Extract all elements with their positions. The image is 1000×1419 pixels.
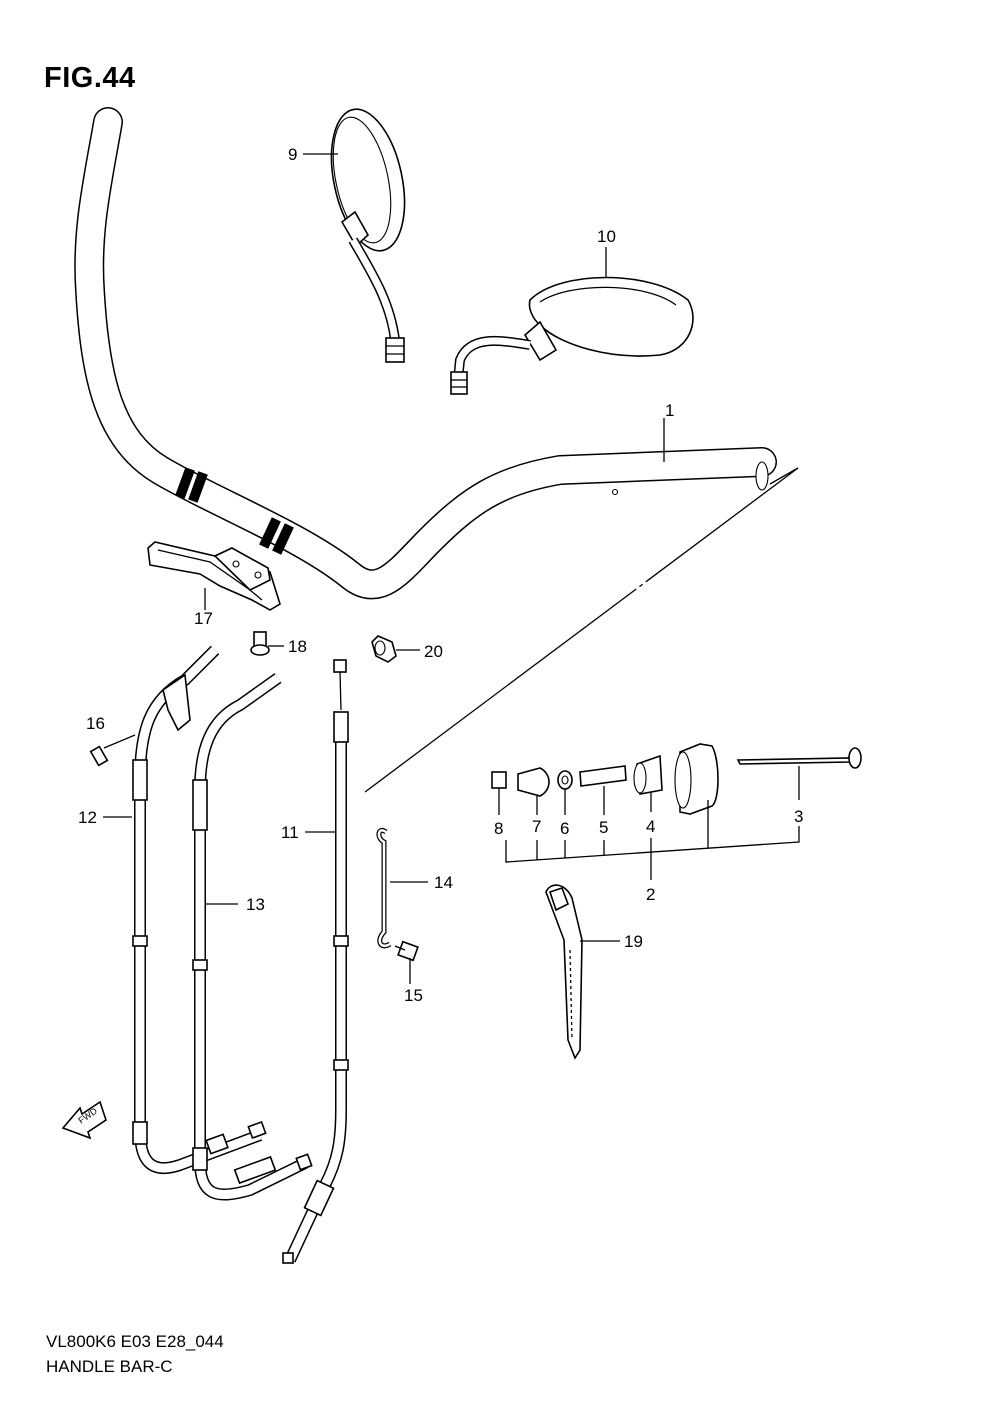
callout-10: 10 [597, 227, 616, 246]
callout-5: 5 [599, 818, 608, 837]
callout-17: 17 [194, 609, 213, 628]
callout-6: 6 [560, 819, 569, 838]
footer-name: HANDLE BAR-C [46, 1357, 173, 1376]
bracket-part [147, 541, 281, 611]
forward-arrow-icon: FWD [61, 1100, 107, 1140]
callout-19: 19 [624, 932, 643, 951]
screw-16-part [89, 734, 136, 767]
clip-14-part [376, 827, 392, 949]
cable-13-part [192, 673, 313, 1201]
leader-lines [103, 153, 800, 984]
callout-12: 12 [78, 808, 97, 827]
cable-11-part [282, 659, 349, 1264]
callout-18: 18 [288, 637, 307, 656]
callout-11: 11 [281, 823, 299, 842]
bar-end-assembly [491, 743, 862, 815]
cable-12-part [132, 645, 267, 1175]
callout-7: 7 [532, 817, 541, 836]
cable-tie-19-part [545, 884, 583, 1060]
callout-16: 16 [86, 714, 105, 733]
clamp-20-part [371, 635, 397, 663]
callout-4: 4 [646, 817, 655, 836]
callout-1: 1 [665, 401, 674, 420]
callout-3: 3 [794, 807, 803, 826]
bolt-18-part [250, 631, 270, 656]
left-mirror-part [330, 108, 406, 363]
callout-2: 2 [646, 885, 655, 904]
callout-13: 13 [246, 895, 265, 914]
screw-15-part [394, 940, 419, 962]
handlebar-part [74, 107, 799, 793]
callout-9: 9 [288, 145, 297, 164]
callout-8: 8 [494, 819, 503, 838]
footer-code: VL800K6 E03 E28_044 [46, 1332, 224, 1351]
right-mirror-part [450, 276, 694, 395]
callout-numbers: 1 2 3 4 5 6 7 8 9 10 11 12 13 14 15 16 1… [78, 145, 803, 1005]
callout-15: 15 [404, 986, 423, 1005]
callout-14: 14 [434, 873, 453, 892]
callout-20: 20 [424, 642, 443, 661]
figure-title: FIG.44 [44, 62, 136, 94]
